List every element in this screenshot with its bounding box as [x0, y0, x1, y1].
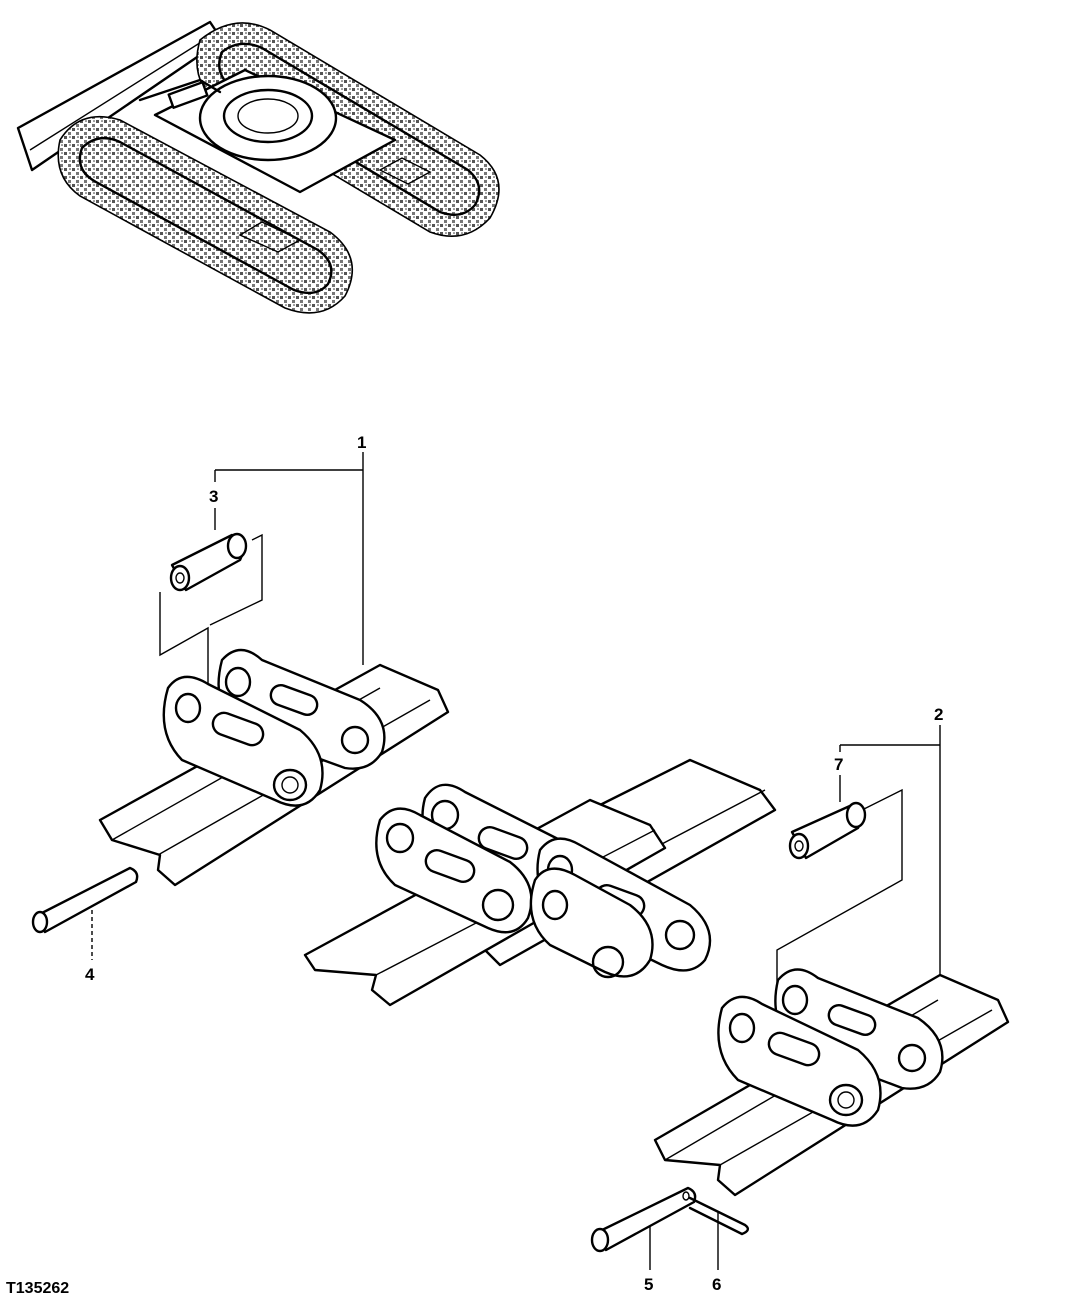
callout-6: 6 [712, 1275, 721, 1294]
callout-5: 5 [644, 1275, 653, 1294]
track-link-assembly-1 [98, 648, 450, 887]
track-left [57, 116, 354, 314]
callout-1: 1 [357, 433, 366, 452]
track-link-assembly-2 [653, 968, 1010, 1197]
figure-identifier: T135262 [6, 1280, 69, 1297]
callout-4: 4 [85, 965, 95, 984]
leader-lines [91, 452, 941, 1270]
callout-3: 3 [209, 487, 218, 506]
swing-bearing-outer [198, 74, 338, 162]
track-link-middle [303, 758, 777, 1007]
bushing-7 [788, 801, 867, 860]
bushing-3 [169, 532, 248, 592]
cotter-pin-6 [688, 1196, 750, 1236]
pin-4 [31, 866, 139, 934]
callout-2: 2 [934, 705, 943, 724]
undercarriage-overview [16, 20, 500, 314]
callout-7: 7 [834, 755, 843, 774]
pin-5 [590, 1186, 697, 1253]
swing-bearing-inner [222, 88, 314, 144]
